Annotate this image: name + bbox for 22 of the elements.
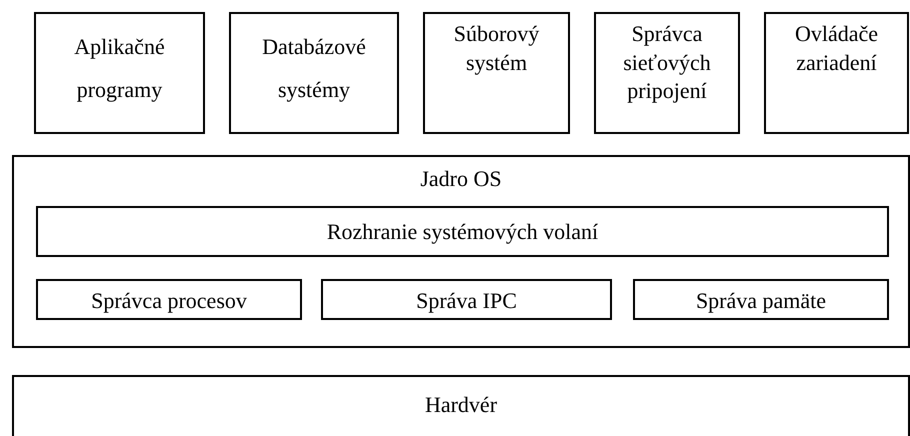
box-label: Hardvér xyxy=(424,391,498,419)
layer-box xyxy=(764,12,909,134)
box-label: Rozhranie systémových volaní xyxy=(326,218,600,246)
layer-box xyxy=(34,12,205,134)
layer-box xyxy=(633,279,889,320)
box-label: Jadro OS xyxy=(419,165,503,193)
box-label: Správca sieťových pripojení xyxy=(622,20,712,106)
layer-box xyxy=(594,12,740,134)
box-label: Správca procesov xyxy=(90,287,248,315)
box-label: Súborový systém xyxy=(452,20,540,77)
layer-box xyxy=(36,279,302,320)
layer-box xyxy=(423,12,570,134)
layer-box xyxy=(36,206,889,257)
layer-box xyxy=(12,375,910,436)
box-label: Správa IPC xyxy=(415,287,518,315)
box-label: Aplikačné programy xyxy=(73,33,166,104)
box-label: Správa pamäte xyxy=(694,287,828,315)
layer-box xyxy=(12,155,910,348)
layer-box xyxy=(229,12,399,134)
box-label: Databázové systémy xyxy=(261,33,367,104)
box-label: Ovládače zariadení xyxy=(794,20,880,77)
layer-box xyxy=(321,279,612,320)
